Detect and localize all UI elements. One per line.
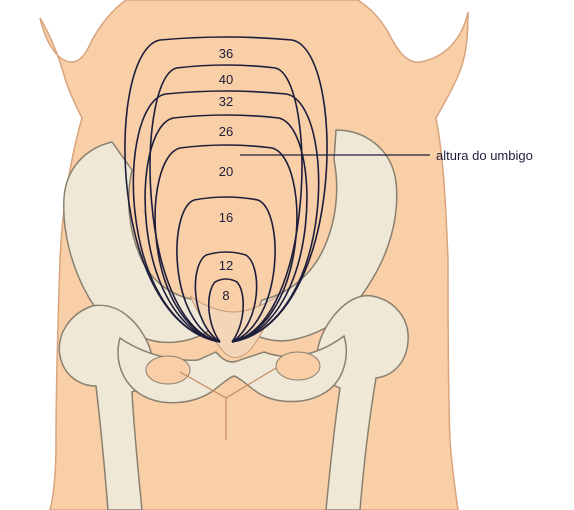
- week-36-label: 36: [219, 46, 233, 61]
- week-8-label: 8: [222, 288, 229, 303]
- week-26-label: 26: [219, 124, 233, 139]
- right-obturator: [276, 352, 320, 380]
- week-40-label: 40: [219, 72, 233, 87]
- week-16-label: 16: [219, 210, 233, 225]
- week-32-label: 32: [219, 94, 233, 109]
- left-obturator: [146, 356, 190, 384]
- week-12-label: 12: [219, 258, 233, 273]
- navel-callout-label: altura do umbigo: [436, 148, 533, 163]
- week-labels: 8 12 16 20 26 32 40 36: [219, 46, 233, 303]
- week-20-label: 20: [219, 164, 233, 179]
